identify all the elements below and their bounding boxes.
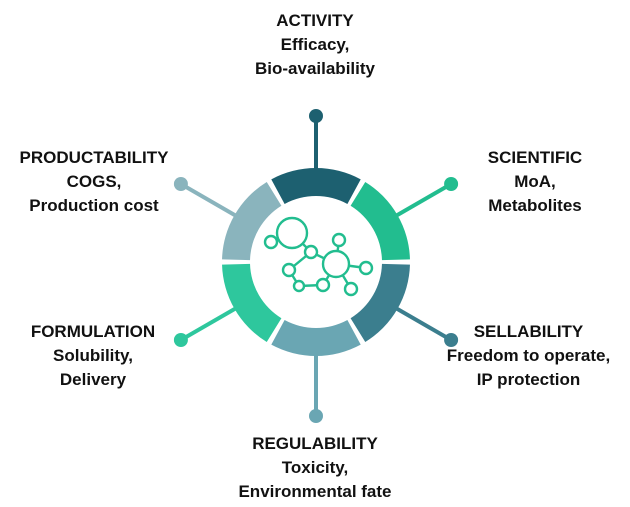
label-productability-title: PRODUCTABILITY [19, 148, 169, 167]
label-activity: ACTIVITY Efficacy, Bio-availability [215, 9, 415, 81]
molecule-atom [315, 277, 331, 293]
ring-segment-regulability [271, 320, 361, 356]
label-formulation-title: FORMULATION [30, 322, 156, 341]
spoke-productability [179, 182, 238, 218]
ring-segment-activity [271, 168, 361, 204]
spoke-dot-activity [309, 109, 323, 123]
molecule-icon [263, 216, 374, 297]
label-productability-line-1: COGS, [66, 172, 122, 191]
molecule-atom [321, 249, 351, 279]
label-scientific-title: SCIENTIFIC [487, 148, 583, 167]
molecule-atom [331, 232, 347, 248]
label-formulation-line-2: Delivery [59, 370, 127, 389]
label-activity-line-1: Efficacy, [280, 35, 350, 54]
spoke-dot-productability [173, 177, 188, 191]
label-formulation-line-1: Solubility, [53, 346, 133, 365]
spoke-dot-sellability [444, 333, 459, 347]
label-activity-line-2: Bio-availability [255, 59, 375, 78]
molecule-atom [358, 260, 374, 276]
label-activity-title: ACTIVITY [276, 11, 354, 30]
ring-segment-scientific [350, 181, 410, 261]
molecule-atom [343, 281, 359, 297]
spoke-dot-regulability [309, 409, 323, 423]
molecule-atom [275, 216, 309, 250]
ring-segment-formulation [222, 263, 282, 343]
molecule-atom [303, 244, 319, 260]
label-regulability-line-1: Toxicity, [281, 458, 349, 477]
spoke-scientific [394, 182, 453, 218]
label-productability: PRODUCTABILITY COGS, Production cost [4, 146, 184, 218]
label-regulability-title: REGULABILITY [252, 434, 378, 453]
molecule-atom [263, 234, 279, 250]
label-productability-line-2: Production cost [29, 196, 159, 215]
molecule-atom [292, 279, 306, 293]
label-sellability-line-1: Freedom to operate, [446, 346, 611, 365]
label-sellability-title: SELLABILITY [473, 322, 584, 341]
label-sellability: SELLABILITY Freedom to operate, IP prote… [431, 320, 626, 392]
label-scientific-line-2: Metabolites [488, 196, 582, 215]
molecule-atom [281, 262, 297, 278]
spokes [173, 109, 459, 423]
spoke-dot-scientific [444, 177, 459, 191]
ring [222, 168, 410, 356]
label-regulability-line-2: Environmental fate [238, 482, 392, 501]
ring-segment-productability [222, 181, 282, 261]
label-scientific-line-1: MoA, [514, 172, 556, 191]
label-formulation: FORMULATION Solubility, Delivery [8, 320, 178, 392]
spoke-sellability [394, 306, 453, 342]
label-scientific: SCIENTIFIC MoA, Metabolites [460, 146, 610, 218]
spoke-dot-formulation [173, 333, 188, 347]
label-regulability: REGULABILITY Toxicity, Environmental fat… [210, 432, 420, 504]
label-sellability-line-2: IP protection [476, 370, 581, 389]
spoke-formulation [179, 306, 238, 342]
ring-segment-sellability [350, 263, 410, 343]
